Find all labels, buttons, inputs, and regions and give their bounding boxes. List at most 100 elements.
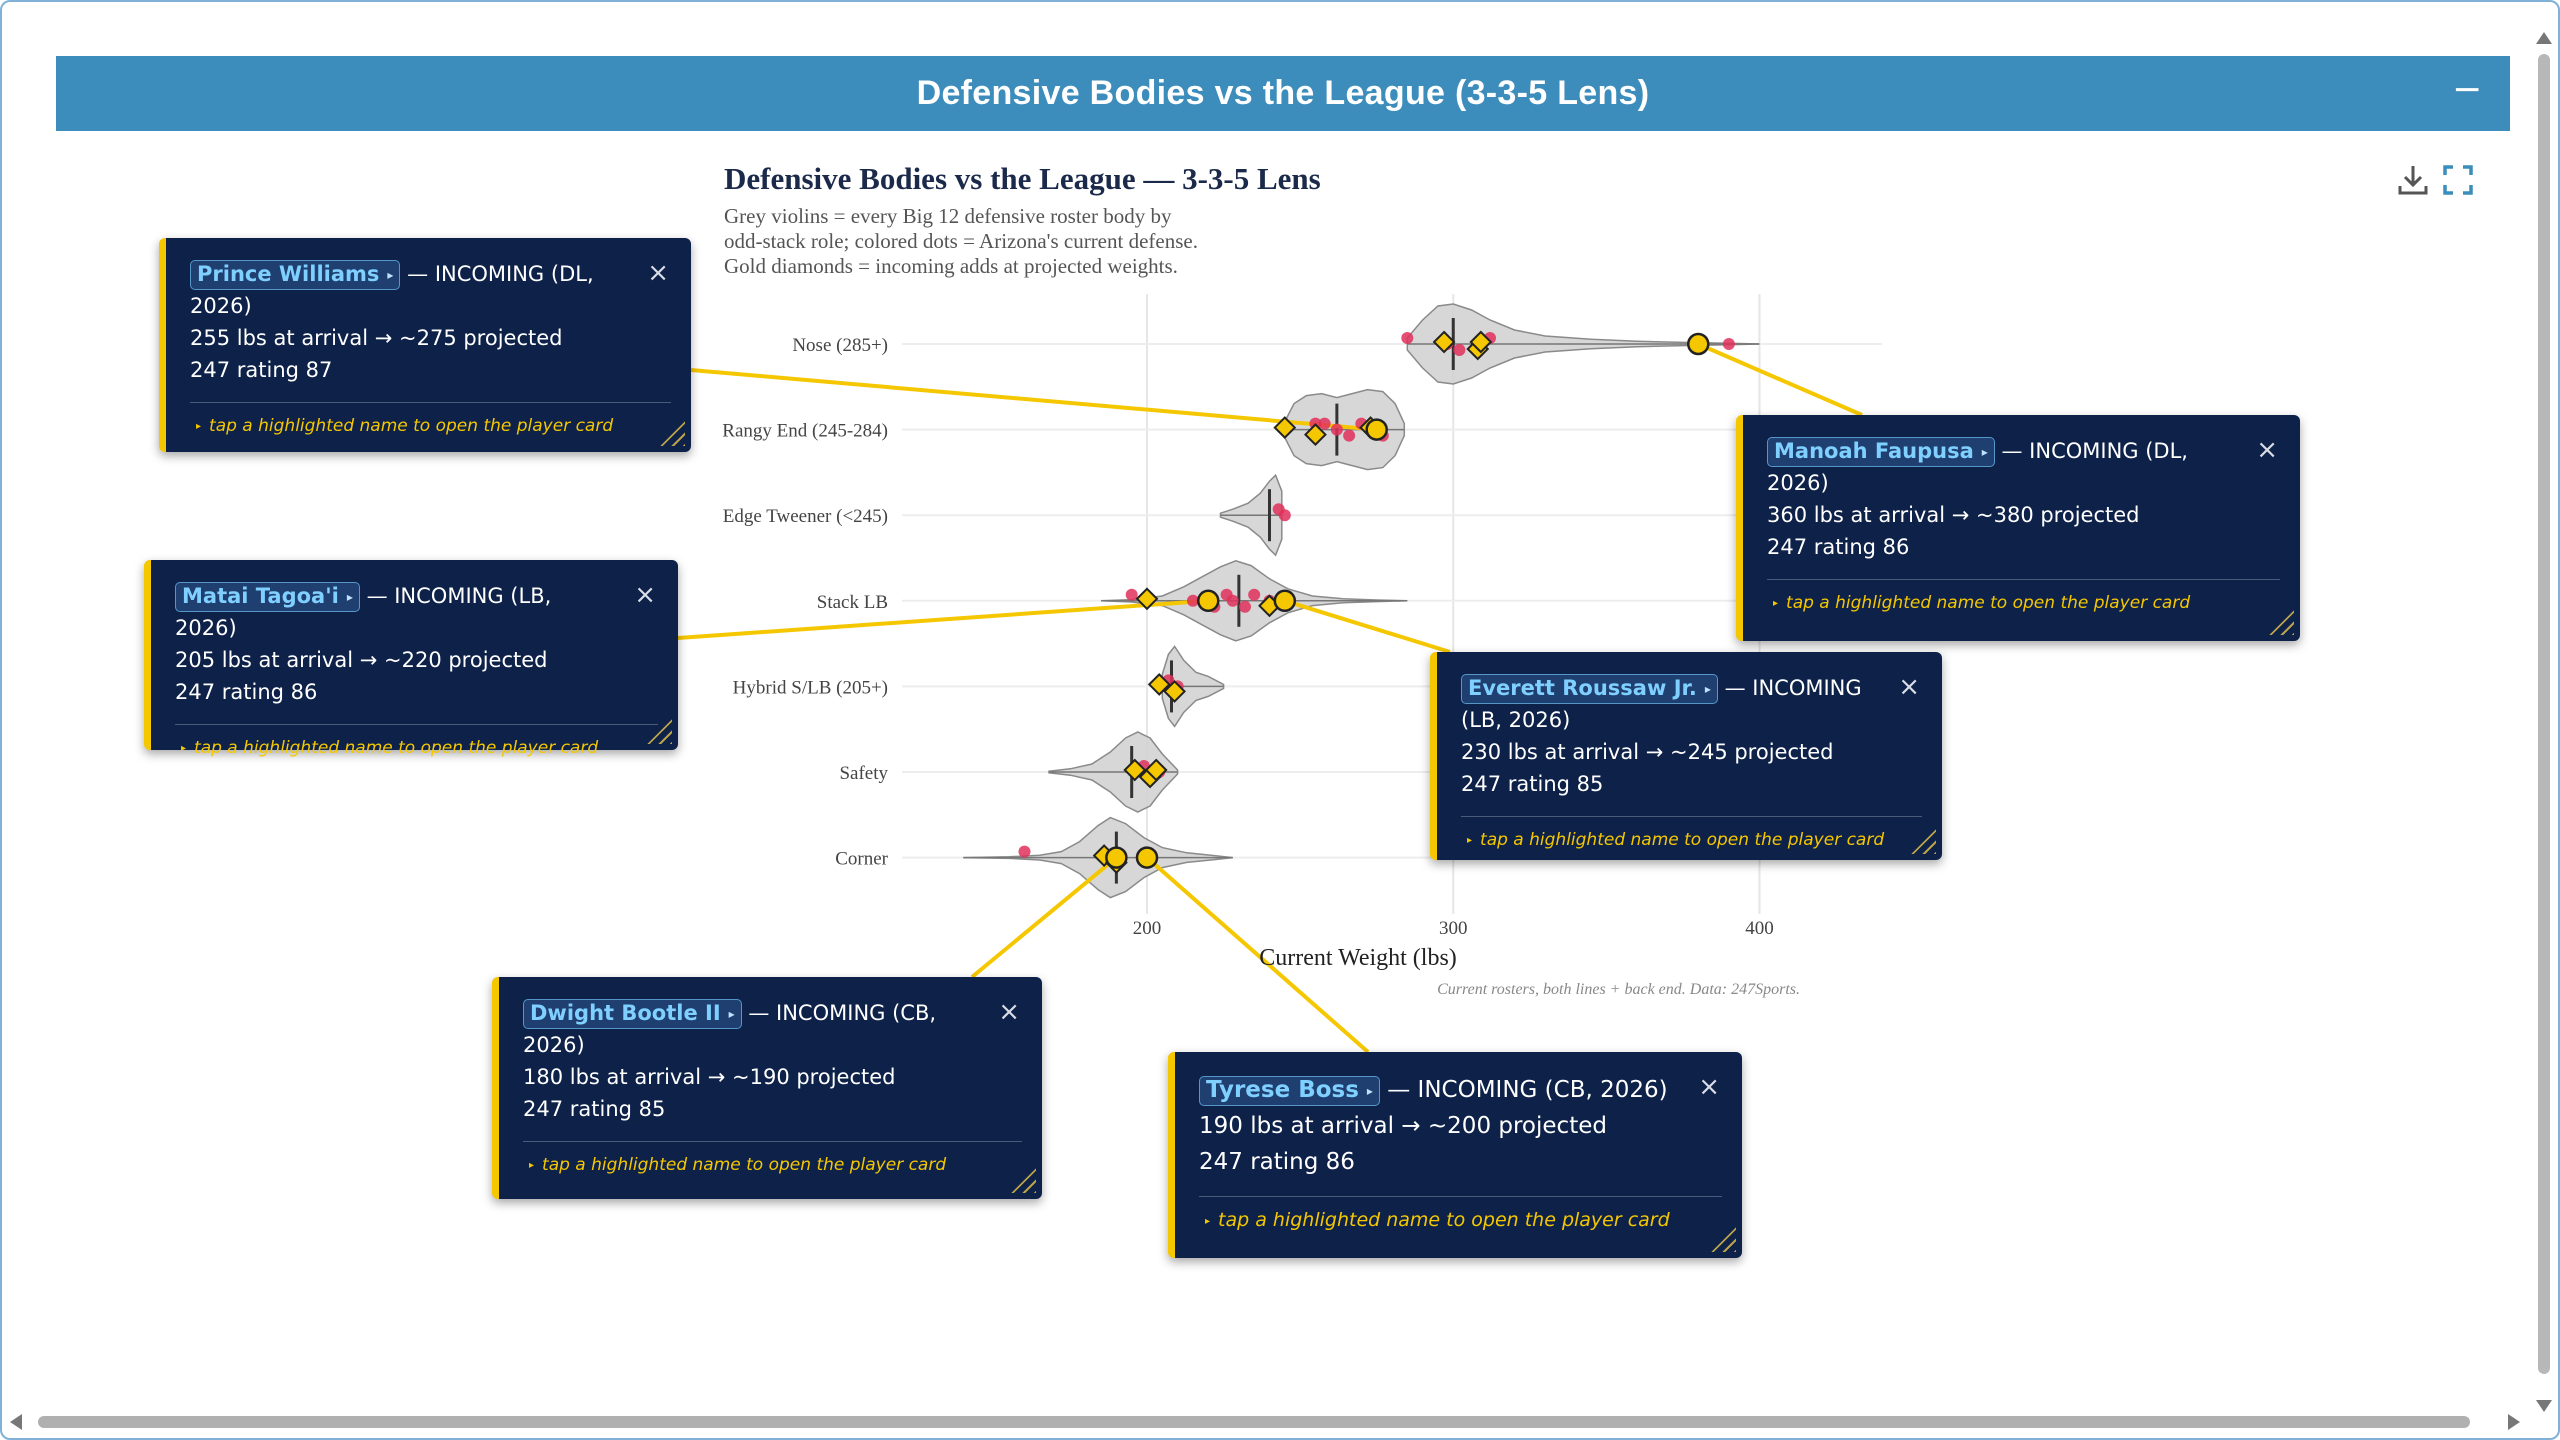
divider	[1199, 1196, 1722, 1197]
category-label: Rangy End (245-284)	[722, 421, 888, 442]
player-weights: 255 lbs at arrival → ~275 projected	[190, 326, 563, 350]
hint-arrow-icon: ▸	[1205, 1216, 1211, 1227]
incoming-diamond	[1163, 679, 1186, 703]
incoming-diamond	[1147, 672, 1171, 696]
x-axis-label: Current Weight (lbs)	[1259, 945, 1457, 971]
current-player-dot	[1401, 332, 1414, 344]
highlighted-player-marker	[1273, 589, 1297, 613]
player-name: Tyrese Boss	[1206, 1077, 1359, 1103]
divider	[523, 1141, 1022, 1142]
leader-line	[970, 856, 1118, 979]
vertical-scroll-thumb[interactable]	[2538, 54, 2550, 1374]
player-rating: 247 rating 87	[190, 358, 333, 382]
player-chip-everett-roussaw[interactable]: Everett Roussaw Jr. ▸	[1461, 674, 1718, 704]
scroll-down-icon[interactable]	[2536, 1400, 2552, 1412]
player-rating: 247 rating 85	[523, 1097, 666, 1121]
highlighted-player-marker	[1365, 418, 1388, 441]
callout-matai-tagoai: Matai Tagoa'i▸ — INCOMING (LB, 2026) 205…	[144, 560, 678, 758]
player-name: Matai Tagoa'i	[182, 584, 339, 608]
player-rating: 247 rating 86	[175, 680, 318, 704]
player-tag: — INCOMING (CB, 2026)	[523, 1001, 937, 1057]
player-weights: 360 lbs at arrival → ~380 projected	[1767, 503, 2140, 527]
chip-arrow-icon: ▸	[1981, 445, 1988, 459]
player-chip-manoah-faupusa[interactable]: Manoah Faupusa ▸	[1767, 437, 1995, 467]
current-player-dot	[1318, 417, 1331, 430]
player-weights: 230 lbs at arrival → ~245 projected	[1461, 740, 1834, 764]
horizontal-scroll-thumb[interactable]	[38, 1416, 2470, 1428]
player-tag: — INCOMING (DL, 2026)	[190, 262, 594, 318]
close-icon[interactable]: ×	[1898, 672, 1920, 702]
current-player-dot	[1239, 600, 1251, 613]
current-player-dot	[1330, 423, 1343, 436]
collapse-button[interactable]: −	[2452, 69, 2483, 110]
player-chip-matai-tagoai[interactable]: Matai Tagoa'i▸	[175, 582, 360, 612]
hint-arrow-icon: ▸	[1773, 598, 1779, 609]
fullscreen-icon[interactable]	[2442, 164, 2474, 196]
player-tag: — INCOMING (LB, 2026)	[175, 584, 552, 640]
current-player-dot	[1186, 594, 1199, 607]
category-label: Hybrid S/LB (205+)	[733, 677, 888, 698]
close-icon[interactable]: ×	[2256, 435, 2278, 465]
highlighted-player-marker	[1135, 846, 1159, 869]
player-rating: 247 rating 85	[1461, 772, 1604, 796]
current-player-dot	[1226, 594, 1239, 607]
callout-prince-williams: Prince Williams▸ — INCOMING (DL, 2026) 2…	[159, 238, 691, 452]
current-player-dot	[1018, 845, 1031, 858]
player-name: Everett Roussaw Jr.	[1468, 676, 1697, 700]
horizontal-scrollbar[interactable]	[10, 1412, 2520, 1432]
leader-line	[690, 368, 1377, 432]
download-icon[interactable]	[2396, 162, 2430, 198]
incoming-diamond	[1304, 423, 1327, 447]
player-weights: 190 lbs at arrival → ~200 projected	[1199, 1113, 1607, 1139]
scroll-up-icon[interactable]	[2536, 32, 2552, 44]
chip-arrow-icon: ▸	[728, 1007, 735, 1021]
callout-everett-roussaw: Everett Roussaw Jr. ▸ — INCOMING (LB, 202…	[1430, 652, 1942, 860]
leader-layer	[677, 342, 1863, 1054]
callout-hint: tap a highlighted name to open the playe…	[194, 738, 599, 758]
callout-tyrese-boss: Tyrese Boss▸ — INCOMING (CB, 2026) 190 l…	[1168, 1052, 1742, 1258]
player-chip-dwight-bootle[interactable]: Dwight Bootle II ▸	[523, 999, 742, 1029]
highlighted-player-marker	[1197, 589, 1220, 613]
category-label: Stack LB	[817, 592, 888, 613]
close-icon[interactable]: ×	[647, 258, 669, 288]
divider	[175, 724, 658, 725]
incoming-diamond	[1469, 330, 1493, 354]
leader-line	[1284, 598, 1451, 654]
player-tag: — INCOMING (LB, 2026)	[1461, 676, 1862, 732]
x-tick-label: 200	[1133, 918, 1162, 939]
callout-hint: tap a highlighted name to open the playe…	[1480, 830, 1885, 850]
panel-title: Defensive Bodies vs the League (3-3-5 Le…	[916, 74, 1650, 112]
incoming-diamond	[1135, 587, 1159, 611]
callout-hint: tap a highlighted name to open the playe…	[1218, 1209, 1670, 1231]
scroll-left-icon[interactable]	[10, 1414, 22, 1430]
highlighted-player-marker	[1105, 846, 1128, 869]
callout-manoah-faupusa: Manoah Faupusa▸ — INCOMING (DL, 2026) 36…	[1736, 415, 2300, 641]
close-icon[interactable]: ×	[1698, 1072, 1720, 1102]
close-icon[interactable]: ×	[998, 997, 1020, 1027]
incoming-diamond	[1432, 330, 1456, 354]
vertical-scrollbar[interactable]	[2534, 32, 2554, 1412]
chart-subtitle-line-1: Grey violins = every Big 12 defensive ro…	[724, 204, 1172, 228]
hint-arrow-icon: ▸	[529, 1160, 535, 1171]
chip-arrow-icon: ▸	[1704, 682, 1711, 696]
current-player-dot	[1343, 429, 1356, 442]
player-name: Manoah Faupusa	[1774, 439, 1974, 463]
chart-title: Defensive Bodies vs the League — 3-3-5 L…	[724, 161, 1321, 196]
incoming-diamond	[1123, 758, 1147, 782]
callout-hint: tap a highlighted name to open the playe…	[1786, 593, 2191, 613]
current-player-dot	[1722, 338, 1735, 350]
player-chip-tyrese-boss[interactable]: Tyrese Boss▸	[1199, 1076, 1380, 1106]
scroll-right-icon[interactable]	[2508, 1414, 2520, 1430]
hint-arrow-icon: ▸	[181, 743, 187, 754]
category-label: Corner	[835, 849, 888, 870]
player-name: Dwight Bootle II	[530, 1001, 721, 1025]
current-player-dot	[1453, 344, 1466, 356]
callout-dwight-bootle: Dwight Bootle II▸ — INCOMING (CB, 2026) …	[492, 977, 1042, 1199]
close-icon[interactable]: ×	[634, 580, 656, 610]
player-rating: 247 rating 86	[1199, 1149, 1355, 1175]
callout-hint: tap a highlighted name to open the playe…	[542, 1155, 947, 1175]
player-chip-prince-williams[interactable]: Prince Williams▸	[190, 260, 401, 290]
